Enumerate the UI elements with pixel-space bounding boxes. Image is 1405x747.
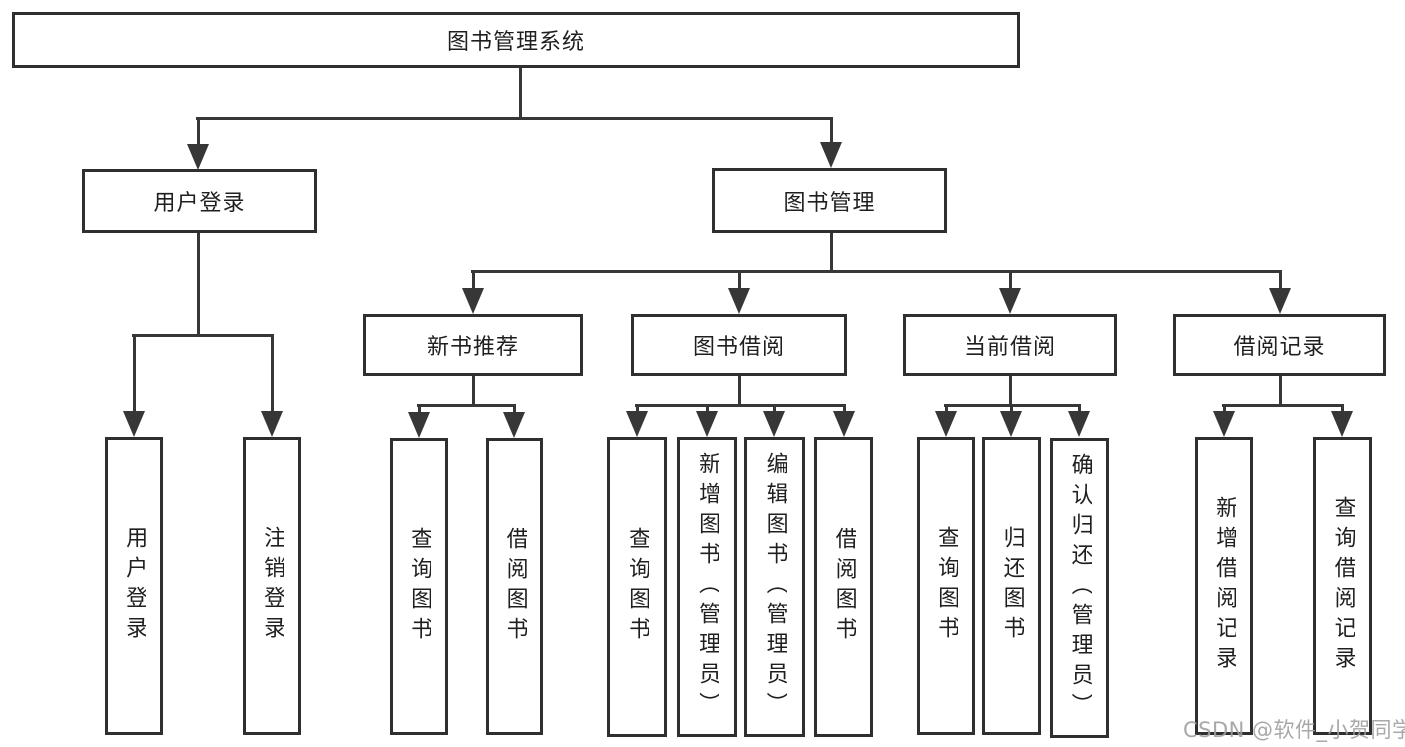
arrowhead-down-icon bbox=[462, 288, 484, 314]
leaf-add-books-admin: 新增图书（管理员） bbox=[677, 437, 737, 737]
connector-vline bbox=[1278, 375, 1282, 405]
node-book-borrowing: 图书借阅 bbox=[631, 314, 847, 376]
node-label: 编辑图书（管理员） bbox=[762, 452, 787, 722]
connector-vline bbox=[471, 271, 475, 298]
node-label: 查询图书 bbox=[407, 526, 432, 647]
node-label: 图书管理 bbox=[783, 190, 876, 216]
connector-hline bbox=[944, 403, 1081, 407]
connector-hline bbox=[132, 333, 274, 337]
node-label: 当前借阅 bbox=[963, 335, 1056, 360]
arrowhead-down-icon bbox=[187, 144, 209, 170]
arrowhead-down-icon bbox=[503, 412, 525, 438]
arrowhead-down-icon bbox=[626, 411, 648, 437]
connector-vline bbox=[829, 233, 833, 271]
node-label: 图书借阅 bbox=[692, 335, 785, 360]
leaf-borrow-books-2: 借阅图书 bbox=[814, 437, 873, 737]
connector-vline bbox=[471, 376, 475, 405]
arrowhead-down-icon bbox=[763, 411, 785, 437]
arrowhead-down-icon bbox=[1068, 411, 1090, 437]
arrowhead-down-icon bbox=[123, 411, 145, 437]
connector-hline bbox=[471, 269, 1282, 273]
arrowhead-down-icon bbox=[820, 142, 842, 168]
connector-vline bbox=[132, 335, 136, 421]
node-label: 借阅图书 bbox=[831, 527, 856, 647]
arrowhead-down-icon bbox=[1269, 288, 1291, 314]
arrowhead-down-icon bbox=[833, 411, 855, 437]
node-book-management: 图书管理 bbox=[712, 168, 947, 233]
node-label: 归还图书 bbox=[999, 526, 1024, 646]
connector-vline bbox=[518, 68, 522, 118]
node-label: 用户登录 bbox=[153, 191, 246, 216]
leaf-query-books-1: 查询图书 bbox=[390, 438, 448, 735]
node-label: 查询图书 bbox=[625, 527, 650, 647]
leaf-user-login: 用户登录 bbox=[105, 437, 163, 735]
arrowhead-down-icon bbox=[728, 288, 750, 314]
arrowhead-down-icon bbox=[999, 288, 1021, 314]
node-label: 图书管理系统 bbox=[446, 30, 585, 55]
leaf-edit-books-admin: 编辑图书（管理员） bbox=[744, 437, 805, 737]
node-label: 查询借阅记录 bbox=[1330, 496, 1355, 676]
connector-hline bbox=[635, 403, 846, 407]
node-label: 注销登录 bbox=[260, 526, 285, 646]
arrowhead-down-icon bbox=[1331, 411, 1353, 437]
csdn-watermark: CSDN @软件_小贺同学 bbox=[1183, 718, 1405, 742]
leaf-confirm-return-admin: 确认归还（管理员） bbox=[1050, 438, 1109, 738]
node-label: 确认归还（管理员） bbox=[1067, 453, 1092, 723]
arrowhead-down-icon bbox=[696, 411, 718, 437]
node-current-borrowing: 当前借阅 bbox=[903, 314, 1117, 376]
node-label: 新增图书（管理员） bbox=[695, 452, 720, 722]
node-user-login: 用户登录 bbox=[82, 169, 317, 233]
node-library-management-system: 图书管理系统 bbox=[12, 12, 1020, 68]
arrowhead-down-icon bbox=[935, 411, 957, 437]
connector-vline bbox=[196, 118, 200, 152]
leaf-query-books-3: 查询图书 bbox=[917, 437, 975, 735]
node-label: 借阅记录 bbox=[1233, 335, 1326, 360]
connector-vline bbox=[1278, 271, 1282, 298]
node-label: 借阅图书 bbox=[502, 526, 527, 647]
connector-vline bbox=[737, 271, 741, 298]
leaf-query-books-2: 查询图书 bbox=[607, 437, 667, 737]
leaf-return-books: 归还图书 bbox=[982, 437, 1041, 735]
connector-vline bbox=[270, 335, 274, 421]
arrowhead-down-icon bbox=[261, 411, 283, 437]
node-borrowing-records: 借阅记录 bbox=[1173, 314, 1386, 376]
node-label: 用户登录 bbox=[122, 526, 147, 646]
connector-vline bbox=[737, 375, 741, 405]
leaf-logout: 注销登录 bbox=[243, 437, 301, 735]
leaf-borrow-books-1: 借阅图书 bbox=[486, 438, 543, 735]
arrowhead-down-icon bbox=[1213, 411, 1235, 437]
connector-hline bbox=[1222, 403, 1344, 407]
node-new-book-recommendation: 新书推荐 bbox=[363, 314, 583, 376]
node-label: 新增借阅记录 bbox=[1212, 496, 1237, 676]
leaf-add-borrow-record: 新增借阅记录 bbox=[1195, 437, 1253, 735]
connector-vline bbox=[829, 118, 833, 150]
arrowhead-down-icon bbox=[1000, 411, 1022, 437]
connector-hline bbox=[417, 403, 516, 407]
leaf-query-borrow-record: 查询借阅记录 bbox=[1313, 437, 1372, 735]
node-label: 新书推荐 bbox=[426, 335, 519, 360]
connector-hline bbox=[196, 116, 833, 120]
node-label: 查询图书 bbox=[934, 526, 959, 646]
connector-vline bbox=[1008, 271, 1012, 298]
connector-vline bbox=[1008, 375, 1012, 405]
arrowhead-down-icon bbox=[408, 412, 430, 438]
connector-vline bbox=[196, 232, 200, 335]
